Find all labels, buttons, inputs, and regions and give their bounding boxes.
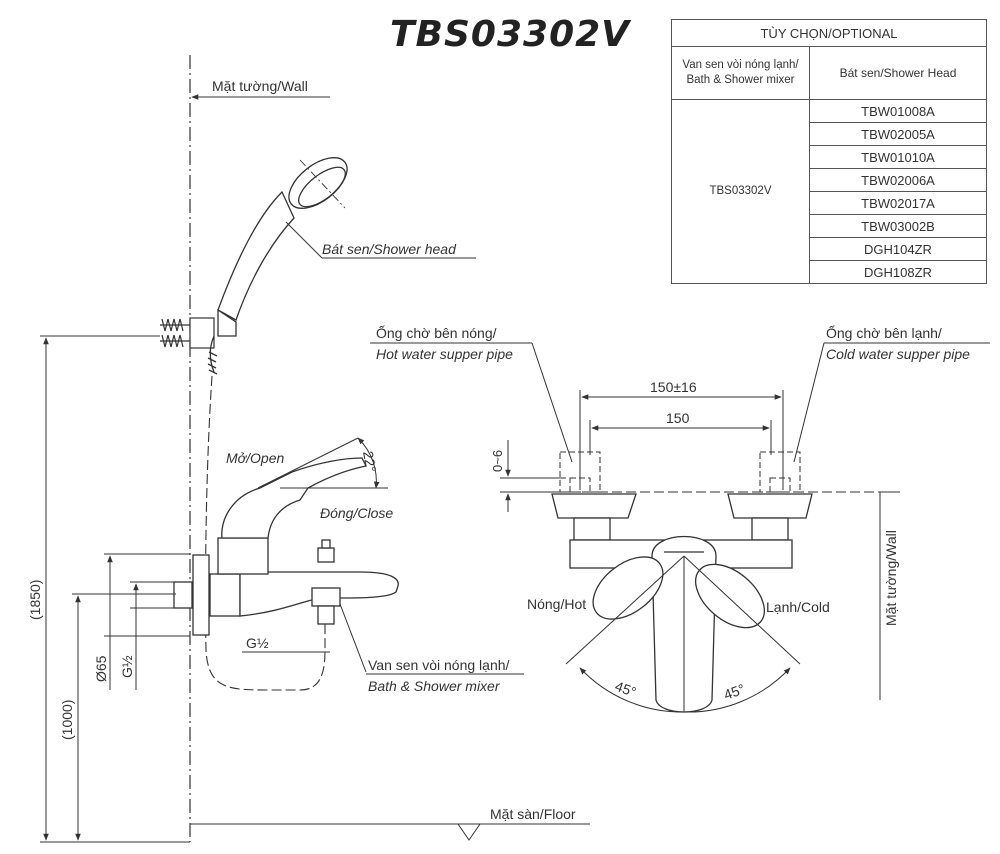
hand-shower (207, 157, 348, 375)
cold-label: Lạnh/Cold (766, 599, 830, 615)
handle-open-line (257, 437, 359, 489)
floor-label: Mặt sàn/Floor (490, 806, 576, 822)
close-label: Đóng/Close (320, 505, 393, 521)
shower-head-model: TBW02005A (809, 122, 987, 146)
front-dimension-lines (500, 390, 880, 512)
dim-150-16-label: 150±16 (650, 379, 697, 395)
supply-pipes (559, 451, 801, 493)
dimension-lines (40, 335, 190, 843)
shower-head-model: TBW02017A (809, 191, 987, 215)
mixer-leader (339, 603, 367, 673)
hot-label: Nóng/Hot (527, 596, 586, 612)
g-half-side-label: G½ (119, 655, 135, 678)
dim-1850-label: (1850) (27, 580, 43, 620)
cold-pipe-label-en: Cold water supper pipe (826, 346, 970, 362)
dim-150-label: 150 (666, 410, 690, 426)
shower-head-label: Bát sen/Shower head (322, 241, 457, 257)
wall-bracket (160, 317, 215, 349)
dim-1000-label: (1000) (59, 700, 75, 740)
mixer-model-cell: TBS03302V (671, 99, 810, 284)
angle-22-label: 22° (360, 450, 379, 474)
model-title: TBS03302V (390, 14, 631, 55)
cold-pipe-label-vi: Ống chờ bên lạnh/ (826, 324, 942, 341)
shower-head-model: DGH108ZR (809, 260, 987, 284)
floor-symbol (457, 823, 481, 841)
hot-pipe-leader (531, 342, 573, 463)
open-label: Mở/Open (226, 450, 284, 466)
wall-label: Mặt tường/Wall (212, 78, 308, 94)
g-half-bottom-label: G½ (246, 635, 269, 651)
phi65-label: Ø65 (93, 655, 109, 682)
rotation-angle-lines (565, 555, 801, 713)
hose (204, 375, 326, 691)
angle-45-left-label: 45° (613, 678, 638, 700)
mixer-body (173, 457, 399, 636)
dim-0-6-label: 0~6 (490, 450, 505, 472)
wall-right-label: Mặt tường/Wall (883, 530, 899, 626)
hot-pipe-label-vi: Ống chờ bên nóng/ (376, 324, 497, 341)
shower-head-model: TBW01010A (809, 145, 987, 169)
shower-head-leader (285, 221, 323, 259)
hot-pipe-label-en: Hot water supper pipe (376, 346, 513, 362)
mixer-column-header: Van sen vòi nóng lạnh/ Bath & Shower mix… (671, 46, 810, 100)
angle-arc (357, 437, 380, 489)
mixer-label-en: Bath & Shower mixer (368, 678, 501, 694)
angle-45-right-label: 45° (722, 681, 747, 703)
cold-pipe-leader (793, 342, 825, 463)
mixer-label-vi: Van sen vòi nóng lạnh/ (368, 657, 510, 673)
optional-table-header: TÙY CHỌN/OPTIONAL (671, 19, 987, 47)
optional-table: TÙY CHỌN/OPTIONAL Van sen vòi nóng lạnh/… (671, 19, 987, 284)
